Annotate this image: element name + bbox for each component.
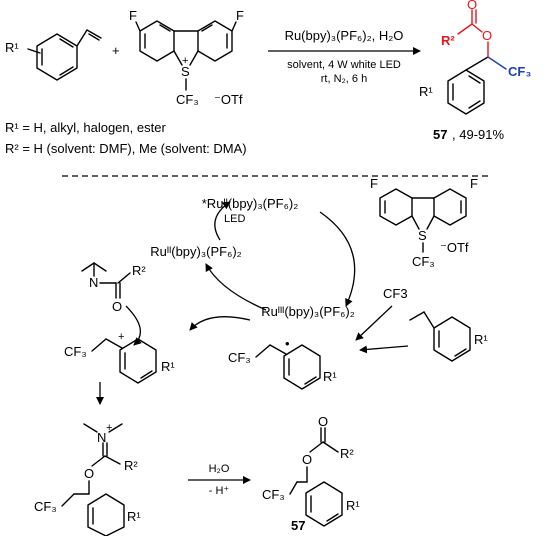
fluorine-left: F: [129, 8, 137, 23]
final-r2: R²: [340, 446, 354, 461]
final-product-number: 57: [291, 518, 305, 533]
cycle-fluorine-left: F: [370, 176, 378, 191]
cycle-triflate: ⁻OTf: [440, 240, 469, 255]
led-excitation-arrow: [214, 201, 231, 241]
cycle-fluorine-right: F: [470, 176, 478, 191]
amide-oxygen: O: [112, 299, 122, 314]
amide-nitrogen: N: [89, 275, 98, 290]
plus-sign: +: [112, 43, 120, 58]
product-r2-label: R²: [441, 33, 455, 48]
fluorine-right: F: [236, 8, 244, 23]
sulfur-atom: S: [181, 64, 190, 79]
product-cf3-group: CF₃: [508, 64, 531, 79]
cation-r1: R¹: [161, 359, 175, 374]
product-r1-label: R¹: [419, 84, 433, 99]
excited-ru-catalyst: *Ruᴵᴵ(bpy)₃(PF₆)₂: [202, 196, 299, 211]
cycle-cf3-reagent: S CF₃ ⁻OTf F F: [370, 176, 478, 269]
final-carbonyl-oxygen: O: [318, 414, 328, 429]
led-label: LED: [224, 213, 245, 225]
mechanism-styrene-r1: R¹: [474, 332, 488, 347]
product-yield: , 49-91%: [452, 127, 504, 142]
benzyl-cation: CF₃ + R¹: [64, 331, 175, 384]
final-cf3: CF₃: [262, 487, 285, 502]
radical-dot: •: [285, 336, 290, 351]
benzyl-radical: CF₃ • R¹: [228, 336, 337, 390]
cycle-cf3-group: CF₃: [412, 254, 435, 269]
cf3-group: CF₃: [176, 92, 199, 107]
imidate-r1: R¹: [127, 509, 141, 524]
product-57: CF₃ O O R² R¹: [419, 0, 531, 115]
electron-transfer-arrow: [319, 211, 356, 307]
imidate-intermediate: N + R² O CF₃ R¹: [34, 422, 141, 536]
iminium-nitrogen: N: [97, 430, 106, 445]
triflate-anion: ⁻OTf: [214, 92, 243, 107]
radical-r1: R¹: [323, 369, 337, 384]
final-product: O R² O CF₃ R¹ 57: [262, 414, 360, 533]
imidate-r2: R²: [124, 458, 138, 473]
ru-iii-catalyst: Ruᴵᴵᴵ(bpy)₃(PF₆)₂: [261, 304, 355, 319]
cation-charge: +: [118, 331, 124, 343]
radical-cf3: CF₃: [228, 350, 251, 365]
amide-r2: R²: [132, 263, 146, 278]
cf3-reagent: S + CF₃ ⁻OTf F F: [129, 8, 244, 107]
sulfonium-charge: +: [182, 55, 188, 67]
r1-label: R¹: [5, 40, 19, 55]
carbonyl-oxygen: O: [467, 0, 477, 12]
ester-oxygen: O: [482, 28, 492, 43]
imidate-oxygen: O: [84, 466, 94, 481]
final-r1: R¹: [346, 498, 360, 513]
temperature-atmosphere-time: rt, N₂, 6 h: [321, 73, 367, 85]
water-label: H₂O: [209, 463, 230, 475]
imidate-cf3: CF₃: [34, 499, 57, 514]
proton-loss-label: - H⁺: [209, 485, 230, 497]
final-ester-oxygen: O: [302, 452, 312, 467]
catalyst-regeneration-arrow: [205, 263, 267, 311]
oxidation-arrow: [189, 316, 251, 331]
cation-cf3: CF₃: [64, 344, 87, 359]
styrene-addition-arrow: [359, 345, 409, 354]
mechanism-styrene: R¹: [409, 311, 488, 362]
r2-definition: R² = H (solvent: DMF), Me (solvent: DMA): [5, 141, 247, 156]
nucleophilic-attack-arrow: [125, 305, 142, 346]
cycle-sulfur-atom: S: [418, 228, 427, 243]
iminium-charge: +: [106, 422, 112, 434]
solvent-light-conditions: solvent, 4 W white LED: [287, 59, 401, 71]
radical-addition-arrow: [355, 305, 393, 341]
cf3-radical: CF3: [383, 286, 408, 301]
ru-ii-catalyst: Ruᴵᴵ(bpy)₃(PF₆)₂: [150, 244, 241, 259]
amide-solvent: N O R²: [81, 262, 146, 346]
catalyst-conditions: Ru(bpy)₃(PF₆)₂, H₂O: [285, 28, 404, 43]
styrene-reactant: R¹: [5, 29, 102, 81]
product-number: 57: [433, 127, 447, 142]
r1-definition: R¹ = H, alkyl, halogen, ester: [5, 120, 166, 135]
